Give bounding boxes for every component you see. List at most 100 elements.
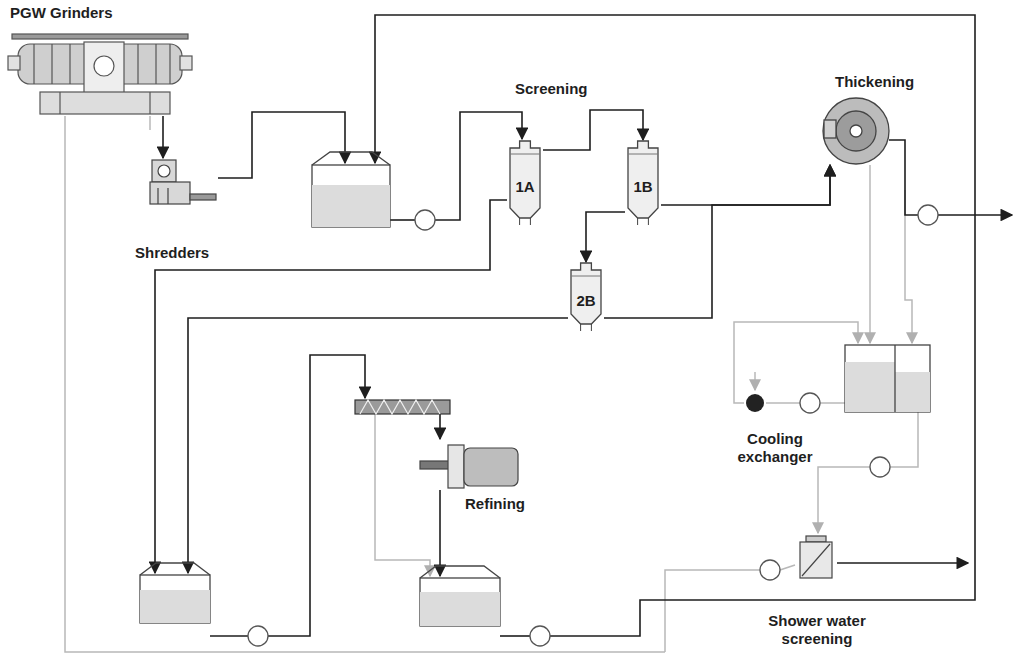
screen-vessel: 2B [568,262,604,332]
screen-outline [530,218,531,225]
refiner-machine [420,445,518,488]
storage-tank [140,563,210,575]
screen-outline [519,218,520,225]
screen-number: 2B [568,292,604,310]
equipment-name: Shower water screening [747,612,887,648]
screw-conveyor [355,400,450,414]
storage-tank [420,566,500,578]
grinder-machine [12,34,188,39]
screen-outline [591,324,592,331]
water-line [820,402,845,404]
screen-vessel: 1A [507,140,543,226]
heat-exchanger [746,394,764,412]
equipment-label: Shredders [148,158,218,208]
water-line [149,116,151,130]
flow-line [604,165,830,318]
pulp-line [375,15,975,636]
pump-symbol [918,205,938,225]
pump-symbol [415,210,435,230]
grinder-machine [69,44,70,84]
shower-screen [800,542,832,578]
screen-number: 1B [625,178,661,196]
equipment-name: Thickening [835,73,914,91]
thickener-drum [850,125,862,137]
storage-tank [312,165,390,227]
thickener-drum [836,111,876,151]
thickener-drum [824,120,836,138]
grinder-machine [94,56,114,76]
pulp-line [390,219,415,221]
storage-tank [312,185,390,227]
equipment-name: PGW Grinders [10,4,113,22]
water-line [905,190,912,343]
water-line [665,570,760,652]
shredder-machine [167,188,168,204]
grinder-machine [155,44,156,84]
water-line [890,412,918,467]
screw-conveyor [355,400,450,414]
grinder-machine [137,44,138,84]
pump-symbol [800,393,820,413]
pump-symbol [870,457,890,477]
pulp-line [439,414,441,439]
equipment-label: Shower water screening [795,535,837,580]
equipment-label: PGW Grinders [10,8,190,116]
thickener-drum [823,98,889,164]
section-title: Screening [515,80,588,98]
screen-outline [580,324,581,331]
pump-symbol [530,626,550,646]
screen-outline [648,218,649,225]
screen-outline [571,276,601,277]
pump-symbol [760,560,780,580]
storage-tank [845,362,895,412]
grinder-machine [149,92,150,114]
refiner-machine [464,448,518,486]
water-line [65,116,665,652]
flow-line [661,165,830,205]
storage-tank [312,152,390,165]
storage-tank [895,372,930,412]
storage-tank [420,578,500,626]
shredder-machine [152,160,176,182]
screen-outline [637,218,638,225]
equipment-name: Refining [465,495,525,513]
pump-symbol [248,205,938,646]
pulp-line [188,318,568,573]
storage-tank [845,345,930,412]
flow-line [162,116,164,158]
flow-line [543,110,643,150]
shredder-machine [158,165,170,177]
screen-outline [628,154,658,155]
shower-screen [800,536,832,578]
refiner-machine [448,445,464,488]
shredder-machine [190,194,216,200]
grinder-machine [180,56,192,70]
pulp-line [155,15,1012,636]
equipment-name: Shredders [135,244,209,262]
pulp-line [435,112,522,220]
storage-tank [894,345,895,412]
equipment-label: Cooling exchanger [744,392,766,414]
screen-outline [510,154,540,155]
grinder-machine [8,56,20,70]
screw-conveyor [360,400,440,414]
grinder-machine [8,34,192,114]
pulp-line [837,562,968,564]
screen-vessel: 1B [625,140,661,226]
water-line [65,116,918,652]
heat-exchanger [746,394,764,412]
shredder-machine [157,188,158,204]
grinder-machine [40,92,170,114]
shower-screen [802,544,830,576]
shower-screen [806,536,826,542]
water-line [754,372,756,390]
storage-tank [140,590,210,623]
pulp-line [439,490,441,576]
water-line [869,165,871,343]
pulp-line [210,635,248,637]
grinder-machine [169,44,170,84]
pulp-line [268,355,365,636]
refiner-machine [420,461,450,469]
